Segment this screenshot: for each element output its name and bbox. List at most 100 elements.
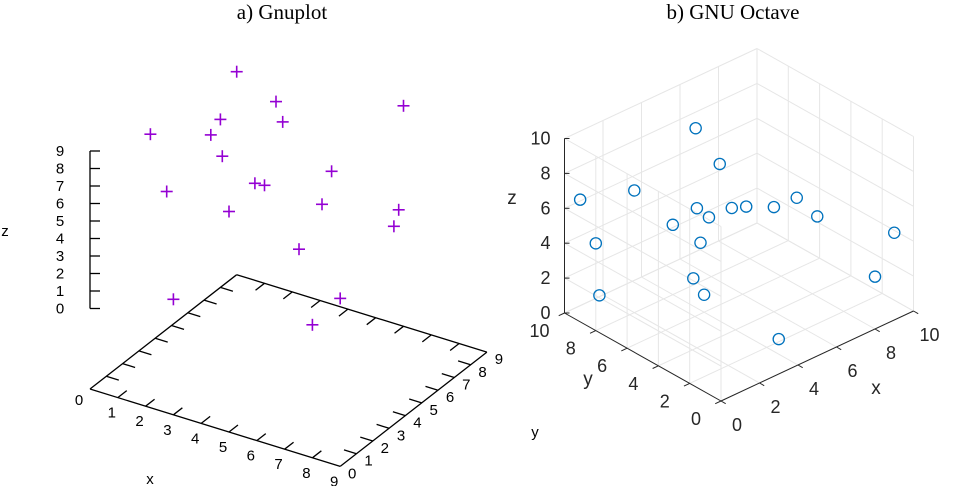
stray-y-label: y xyxy=(531,424,539,441)
octave-sidewall-grid-z xyxy=(756,82,914,172)
gnuplot-x-tick-mark xyxy=(256,433,267,442)
octave-backwall-grid-z xyxy=(564,48,758,139)
octave-x-axis-label: x xyxy=(871,378,881,399)
gnuplot-y-tick-mark xyxy=(441,373,455,379)
gnuplot-title: a) Gnuplot xyxy=(237,0,328,24)
octave-x-tick-mark xyxy=(836,346,842,351)
octave-x-tick-mark xyxy=(720,400,726,405)
gnuplot-plus-marker xyxy=(293,243,305,256)
gnuplot-y-left-tick-mark xyxy=(155,337,168,343)
octave-z-tick-label: 6 xyxy=(540,198,550,218)
gnuplot-x-tick-label: 0 xyxy=(75,392,83,409)
gnuplot-y-left-tick-mark xyxy=(220,286,234,292)
octave-floor-grid-y xyxy=(626,257,820,349)
octave-floor-grid-x xyxy=(641,276,799,366)
gnuplot-x-back-tick-mark xyxy=(421,334,432,343)
octave-circle-marker xyxy=(593,289,606,302)
octave-circle-marker xyxy=(868,270,882,283)
gnuplot-points xyxy=(144,65,410,331)
gnuplot-x-tick-label: 3 xyxy=(163,422,171,439)
octave-circle-marker xyxy=(666,218,680,232)
gnuplot-y-tick-label: 9 xyxy=(495,351,503,368)
gnuplot-x-tick-mark xyxy=(117,390,128,399)
gnuplot-plus-marker xyxy=(248,177,261,190)
octave-circle-marker xyxy=(687,272,700,285)
gnuplot-y-left-tick-mark xyxy=(171,324,185,330)
octave-y-tick-label: 4 xyxy=(628,374,638,394)
octave-circle-marker xyxy=(811,210,824,223)
octave-x-axis-line xyxy=(720,310,914,402)
octave-z-tick-label: 0 xyxy=(540,303,550,323)
octave-floor-grid-x xyxy=(718,240,876,330)
octave-x-tick-label: 10 xyxy=(919,325,939,345)
gnuplot-y-tick-label: 0 xyxy=(348,465,356,482)
octave-circle-marker xyxy=(888,226,901,239)
octave-y-tick-mark xyxy=(715,400,722,405)
octave-floor-grid-x xyxy=(602,294,760,384)
octave-z-tick-label: 10 xyxy=(530,129,550,149)
octave-circle-marker xyxy=(725,201,739,215)
octave-title: b) GNU Octave xyxy=(667,0,800,24)
octave-circle-marker xyxy=(589,237,603,250)
gnuplot-x-tick-label: 9 xyxy=(330,473,338,486)
octave-y-tick-label: 6 xyxy=(597,356,607,376)
octave-circle-marker xyxy=(697,288,711,301)
gnuplot-plus-marker xyxy=(204,128,217,141)
gnuplot-plus-marker xyxy=(167,293,180,306)
octave-circle-marker xyxy=(772,332,786,346)
gnuplot-z-tick-label: 3 xyxy=(56,248,64,265)
gnuplot-z-tick-label: 7 xyxy=(56,178,64,195)
gnuplot-plus-marker xyxy=(306,318,319,331)
gnuplot-x-back-tick-mark xyxy=(255,282,265,291)
octave-sidewall-grid-z xyxy=(756,222,914,312)
octave-backwall-grid-z xyxy=(564,152,758,244)
octave-floor-grid-y xyxy=(595,240,789,332)
gnuplot-y-left-tick-mark xyxy=(106,375,120,381)
gnuplot-x-tick-mark xyxy=(173,407,183,416)
gnuplot-x-tick-label: 1 xyxy=(108,405,116,422)
octave-x-tick-mark xyxy=(913,310,919,315)
octave-circle-marker xyxy=(628,184,641,197)
gnuplot-z-tick-label: 0 xyxy=(56,301,64,318)
gnuplot-z-tick-label: 8 xyxy=(56,161,64,178)
gnuplot-y-tick-label: 4 xyxy=(413,415,421,432)
gnuplot-z-tick-label: 1 xyxy=(56,283,64,300)
gnuplot-y-tick-label: 8 xyxy=(478,364,486,381)
gnuplot-z-tick-label: 5 xyxy=(56,213,64,230)
gnuplot-plus-marker xyxy=(230,65,243,78)
octave-backwall-grid-z xyxy=(564,222,758,314)
gnuplot-plus-marker xyxy=(397,99,410,112)
octave-x-tick-label: 8 xyxy=(886,343,896,363)
octave-sidewall-grid-z xyxy=(756,187,914,277)
octave-floor-grid-y xyxy=(689,292,883,384)
gnuplot-x-tick-label: 7 xyxy=(274,456,282,473)
octave-circle-marker xyxy=(713,157,727,171)
gnuplot-z-tick-label: 4 xyxy=(56,231,64,248)
octave-backwall-grid-z xyxy=(564,187,758,279)
octave-backwall-grid-z xyxy=(564,82,758,174)
octave-x-tick-label: 2 xyxy=(770,397,780,417)
octave-sidewall-grid-z xyxy=(756,48,914,137)
gnuplot-plus-marker xyxy=(216,150,229,163)
octave-y-tick-mark xyxy=(652,365,659,369)
gnuplot-z-tick-label: 6 xyxy=(56,196,64,213)
octave-y-tick-mark xyxy=(558,312,565,317)
gnuplot-y-tick-label: 5 xyxy=(430,402,438,419)
octave-y-tick-label: 10 xyxy=(529,321,549,341)
gnuplot-plus-marker xyxy=(144,128,157,141)
octave-y-axis-line xyxy=(564,312,722,402)
gnuplot-plus-marker xyxy=(223,205,235,218)
octave-y-tick-mark xyxy=(683,382,690,387)
gnuplot-plus-marker xyxy=(325,165,338,178)
gnuplot-y-tick-label: 3 xyxy=(397,427,405,444)
gnuplot-plus-marker xyxy=(334,292,347,305)
gnuplot-y-left-tick-mark xyxy=(138,350,152,356)
octave-circle-marker xyxy=(689,121,702,135)
octave-y-tick-label: 0 xyxy=(691,409,701,429)
gnuplot-x-back-tick-mark xyxy=(394,325,404,334)
octave-leftwall-grid-z xyxy=(564,207,722,297)
gnuplot-base-edge-back xyxy=(236,274,488,353)
